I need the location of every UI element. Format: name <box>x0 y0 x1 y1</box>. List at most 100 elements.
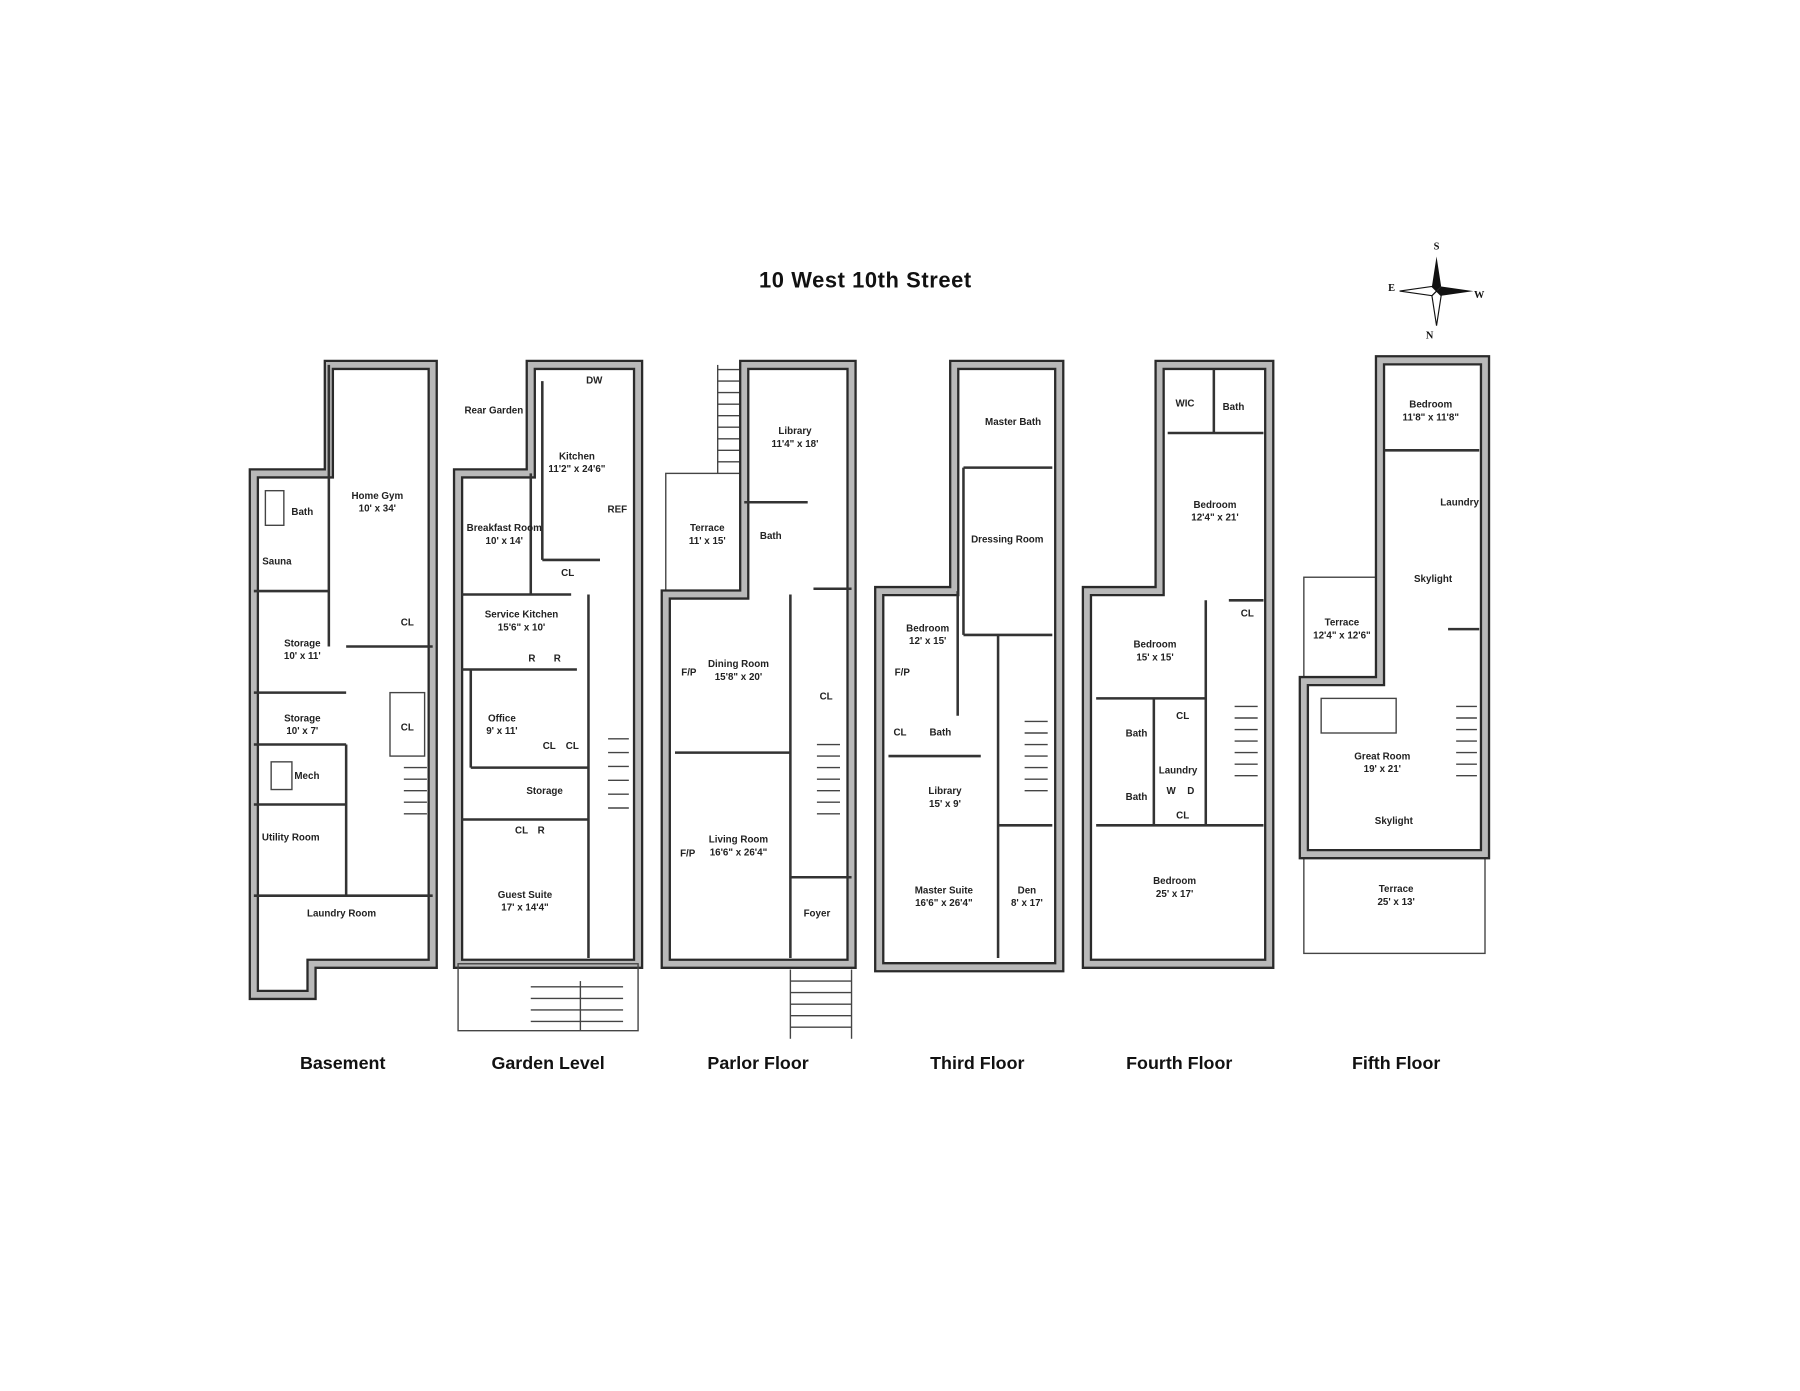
room-name: DW <box>586 375 603 386</box>
floor-fourth <box>1081 359 1275 969</box>
room-label: W <box>1167 786 1177 797</box>
room-name: Laundry <box>1159 765 1198 776</box>
room-label: CL <box>820 692 833 703</box>
room-label: CL <box>401 618 414 629</box>
room-name: CL <box>543 741 556 752</box>
room-name: Mech <box>294 771 319 782</box>
room-name: Kitchen <box>559 452 595 463</box>
compass-west: W <box>1474 290 1485 301</box>
room-name: Bath <box>929 727 951 738</box>
room-name: Terrace <box>1325 618 1360 629</box>
room-name: Foyer <box>804 908 831 919</box>
room-name: Breakfast Room <box>467 523 542 534</box>
room-dimensions: 15' x 9' <box>929 799 961 810</box>
room-label: Master Suite 16'6" x 26'4" <box>915 885 974 909</box>
room-label: Utility Room <box>262 832 320 843</box>
room-name: CL <box>820 692 833 703</box>
room-label: Storage <box>526 786 563 797</box>
floor-label: Fifth Floor <box>1352 1053 1440 1073</box>
room-name: Storage <box>284 713 321 724</box>
room-label: Rear Garden <box>464 405 523 416</box>
room-dimensions: 10' x 7' <box>286 726 318 737</box>
room-name: Storage <box>284 638 321 649</box>
compass-south: S <box>1434 242 1440 253</box>
room-name: D <box>1187 786 1194 797</box>
room-name: Living Room <box>709 835 769 846</box>
room-dimensions: 16'6" x 26'4" <box>915 898 973 909</box>
room-name: R <box>554 653 561 664</box>
room-name: Office <box>488 713 516 724</box>
room-dimensions: 11' x 15' <box>689 536 726 547</box>
room-name: CL <box>1241 608 1254 619</box>
room-name: Sauna <box>262 557 292 568</box>
floor-fifth <box>1298 355 1491 955</box>
room-name: Service Kitchen <box>485 610 559 621</box>
room-label: Bedroom 12' x 15' <box>906 623 949 647</box>
room-label: Bath <box>929 727 951 738</box>
floor-label: Fourth Floor <box>1126 1053 1232 1073</box>
room-name: F/P <box>895 667 911 678</box>
room-label: Bath <box>760 531 782 542</box>
room-dimensions: 11'4" x 18' <box>772 439 819 450</box>
room-name: Terrace <box>1379 884 1414 895</box>
room-label: Laundry <box>1159 765 1198 776</box>
room-name: R <box>538 825 545 836</box>
room-name: Master Suite <box>915 885 974 896</box>
room-name: Dressing Room <box>971 535 1044 546</box>
room-name: Rear Garden <box>464 405 523 416</box>
room-label: Breakfast Room 10' x 14' <box>467 523 542 547</box>
room-label: Bath <box>1223 402 1245 413</box>
room-name: F/P <box>681 667 697 678</box>
room-name: Library <box>778 426 812 437</box>
floor-label: Basement <box>300 1053 385 1073</box>
room-dimensions: 12' x 15' <box>909 636 946 647</box>
room-name: CL <box>561 568 574 579</box>
room-name: Den <box>1018 885 1037 896</box>
room-dimensions: 15'6" x 10' <box>498 622 545 633</box>
room-label: Library 11'4" x 18' <box>772 426 819 450</box>
floor-label: Garden Level <box>491 1053 604 1073</box>
room-label: Bath <box>1126 728 1148 739</box>
room-name: Skylight <box>1375 816 1414 827</box>
room-name: Bath <box>291 507 313 518</box>
room-label: Sauna <box>262 557 292 568</box>
room-dimensions: 11'8" x 11'8" <box>1403 412 1459 423</box>
room-name: CL <box>401 618 414 629</box>
room-dimensions: 8' x 17' <box>1011 898 1043 909</box>
room-label: DW <box>586 375 603 386</box>
room-label: Skylight <box>1375 816 1414 827</box>
room-dimensions: 10' x 14' <box>486 536 523 547</box>
room-name: Utility Room <box>262 832 320 843</box>
plan-title: 10 West 10th Street <box>759 268 972 293</box>
room-name: Great Room <box>1354 752 1410 763</box>
room-name: CL <box>1176 711 1189 722</box>
room-name: CL <box>515 825 528 836</box>
room-label: D <box>1187 786 1194 797</box>
room-dimensions: 19' x 21' <box>1364 764 1401 775</box>
room-name: Bath <box>1126 792 1148 803</box>
room-label: CL <box>1176 810 1189 821</box>
room-name: F/P <box>680 848 696 859</box>
room-label: R <box>528 653 535 664</box>
room-label: CL <box>893 727 906 738</box>
room-dimensions: 25' x 17' <box>1156 889 1193 900</box>
room-name: Bedroom <box>1409 400 1452 411</box>
compass-rose-icon: S N E W <box>1388 242 1485 342</box>
room-name: Laundry <box>1440 498 1479 509</box>
room-label: Laundry Room <box>307 908 376 919</box>
room-name: Bedroom <box>906 623 949 634</box>
room-label: CL <box>561 568 574 579</box>
